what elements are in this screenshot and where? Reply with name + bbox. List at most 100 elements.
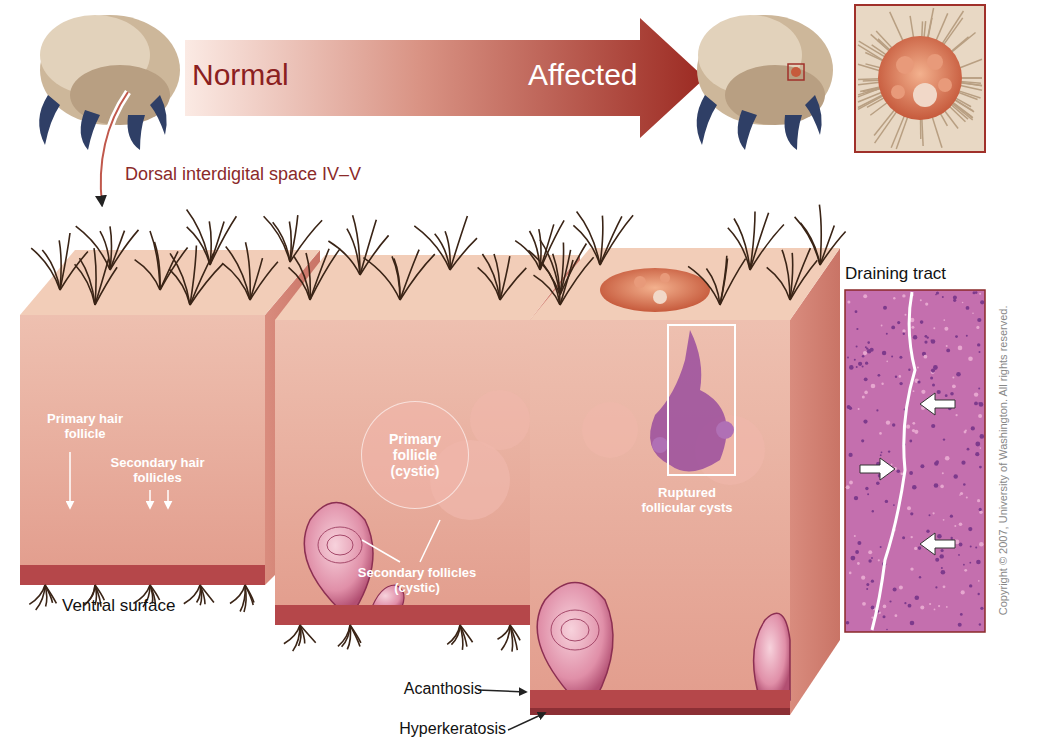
cell: [937, 534, 942, 539]
leader-lines: [70, 452, 545, 730]
cyst-label: Primary follicle (cystic): [370, 431, 460, 479]
cell: [914, 547, 917, 550]
cell: [978, 402, 980, 404]
hair: [451, 625, 460, 645]
cell: [945, 456, 950, 461]
cell: [866, 588, 868, 590]
cell: [977, 343, 980, 346]
cell: [936, 291, 939, 294]
cell: [911, 326, 914, 329]
cell: [968, 356, 973, 361]
cell: [892, 423, 895, 426]
cell: [920, 299, 922, 301]
cell: [942, 296, 944, 298]
cell: [934, 483, 939, 488]
cell: [978, 580, 980, 582]
cell: [917, 380, 920, 383]
cell: [856, 366, 858, 368]
cell: [972, 313, 974, 315]
histology-panel: Draining tract: [845, 264, 987, 634]
cell: [876, 481, 880, 485]
cell: [938, 605, 940, 607]
cell: [933, 512, 935, 514]
cell: [956, 372, 961, 377]
hair: [300, 625, 316, 643]
hair: [110, 226, 111, 270]
cell: [910, 512, 913, 515]
cell: [847, 301, 850, 304]
cell: [968, 527, 972, 531]
cell: [861, 439, 864, 442]
cell: [931, 369, 935, 373]
cell: [962, 302, 964, 304]
cell: [976, 560, 981, 565]
cell: [882, 351, 886, 355]
cell: [910, 621, 915, 626]
fur: [932, 116, 942, 148]
hair: [76, 226, 110, 270]
cell: [871, 580, 874, 583]
cell: [909, 471, 913, 475]
fur: [910, 16, 914, 39]
cell: [943, 519, 945, 521]
cell: [980, 447, 982, 449]
label: Acanthosis: [372, 680, 482, 698]
hair: [293, 625, 300, 651]
cell: [974, 402, 978, 406]
cell: [862, 355, 865, 358]
cell: [886, 361, 888, 363]
cell: [876, 409, 878, 411]
cell: [933, 327, 935, 329]
hair: [245, 585, 253, 605]
cell: [907, 506, 911, 510]
cell: [886, 333, 888, 335]
fur: [890, 12, 904, 42]
fur: [943, 18, 963, 46]
cell: [974, 392, 978, 396]
cell: [908, 369, 910, 371]
cell: [950, 515, 953, 518]
label: Normal: [192, 58, 372, 93]
hair: [110, 230, 139, 270]
cell: [941, 567, 943, 569]
cell: [913, 335, 917, 339]
hair: [573, 225, 600, 265]
hair: [800, 223, 820, 265]
hair: [60, 252, 88, 291]
cell: [903, 333, 905, 335]
cell: [854, 359, 856, 361]
fur: [951, 32, 976, 52]
cell: [931, 339, 933, 341]
cell: [855, 310, 858, 313]
cell: [847, 405, 851, 409]
fur: [960, 77, 982, 79]
label: Secondary follicles (cystic): [352, 566, 482, 596]
cell: [940, 554, 944, 558]
fur: [952, 102, 973, 118]
cell: [880, 546, 882, 548]
hair: [460, 625, 473, 642]
cell: [857, 562, 860, 565]
hair: [688, 266, 720, 305]
cell: [886, 629, 888, 631]
hair: [190, 264, 223, 305]
hair: [820, 226, 834, 265]
cell: [952, 377, 954, 379]
cell: [964, 569, 967, 572]
cell: [909, 440, 912, 443]
cell: [960, 492, 963, 495]
cell: [893, 297, 895, 299]
cell: [868, 559, 871, 562]
cell: [893, 588, 897, 592]
cell: [924, 341, 927, 344]
cell: [979, 351, 981, 353]
cell: [865, 362, 868, 365]
hair: [819, 205, 821, 265]
cell: [941, 570, 946, 575]
fur: [875, 111, 898, 143]
hair: [230, 585, 245, 604]
cell: [959, 543, 963, 547]
cell: [863, 420, 867, 424]
hair: [94, 248, 96, 305]
hair: [482, 254, 500, 300]
